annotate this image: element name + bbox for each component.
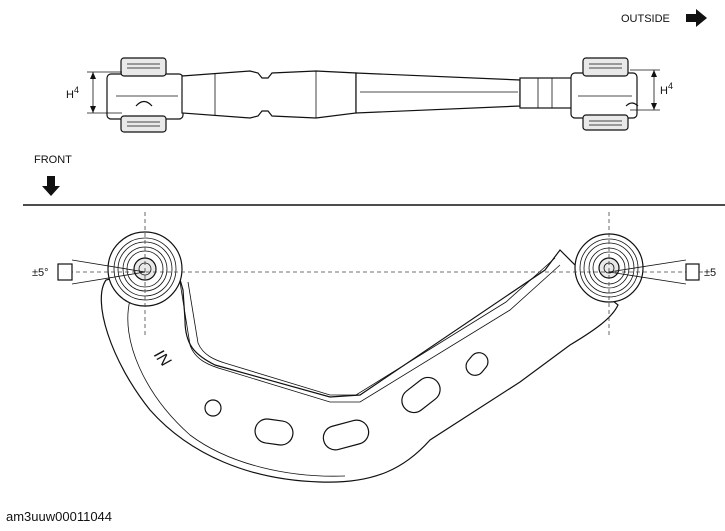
figure-code: am3uuw00011044 <box>6 509 113 524</box>
angle-label-left: ±5° <box>32 267 49 279</box>
angle-label-right: ±5 <box>704 267 716 279</box>
height-label-right: H4 <box>660 81 673 97</box>
arm-side-view: IN <box>100 249 619 483</box>
angle-cone-left <box>71 259 146 285</box>
height-dimension-right: H4 <box>630 69 673 111</box>
front-label: FRONT <box>34 154 72 166</box>
arrow-right-icon <box>686 9 707 27</box>
height-label-left: H4 <box>66 85 79 101</box>
outside-label: OUTSIDE <box>621 13 670 25</box>
height-dimension-left: H4 <box>66 71 122 114</box>
angle-cone-right <box>608 259 687 285</box>
arm-top-view <box>106 57 639 133</box>
arrow-down-icon <box>42 176 60 196</box>
